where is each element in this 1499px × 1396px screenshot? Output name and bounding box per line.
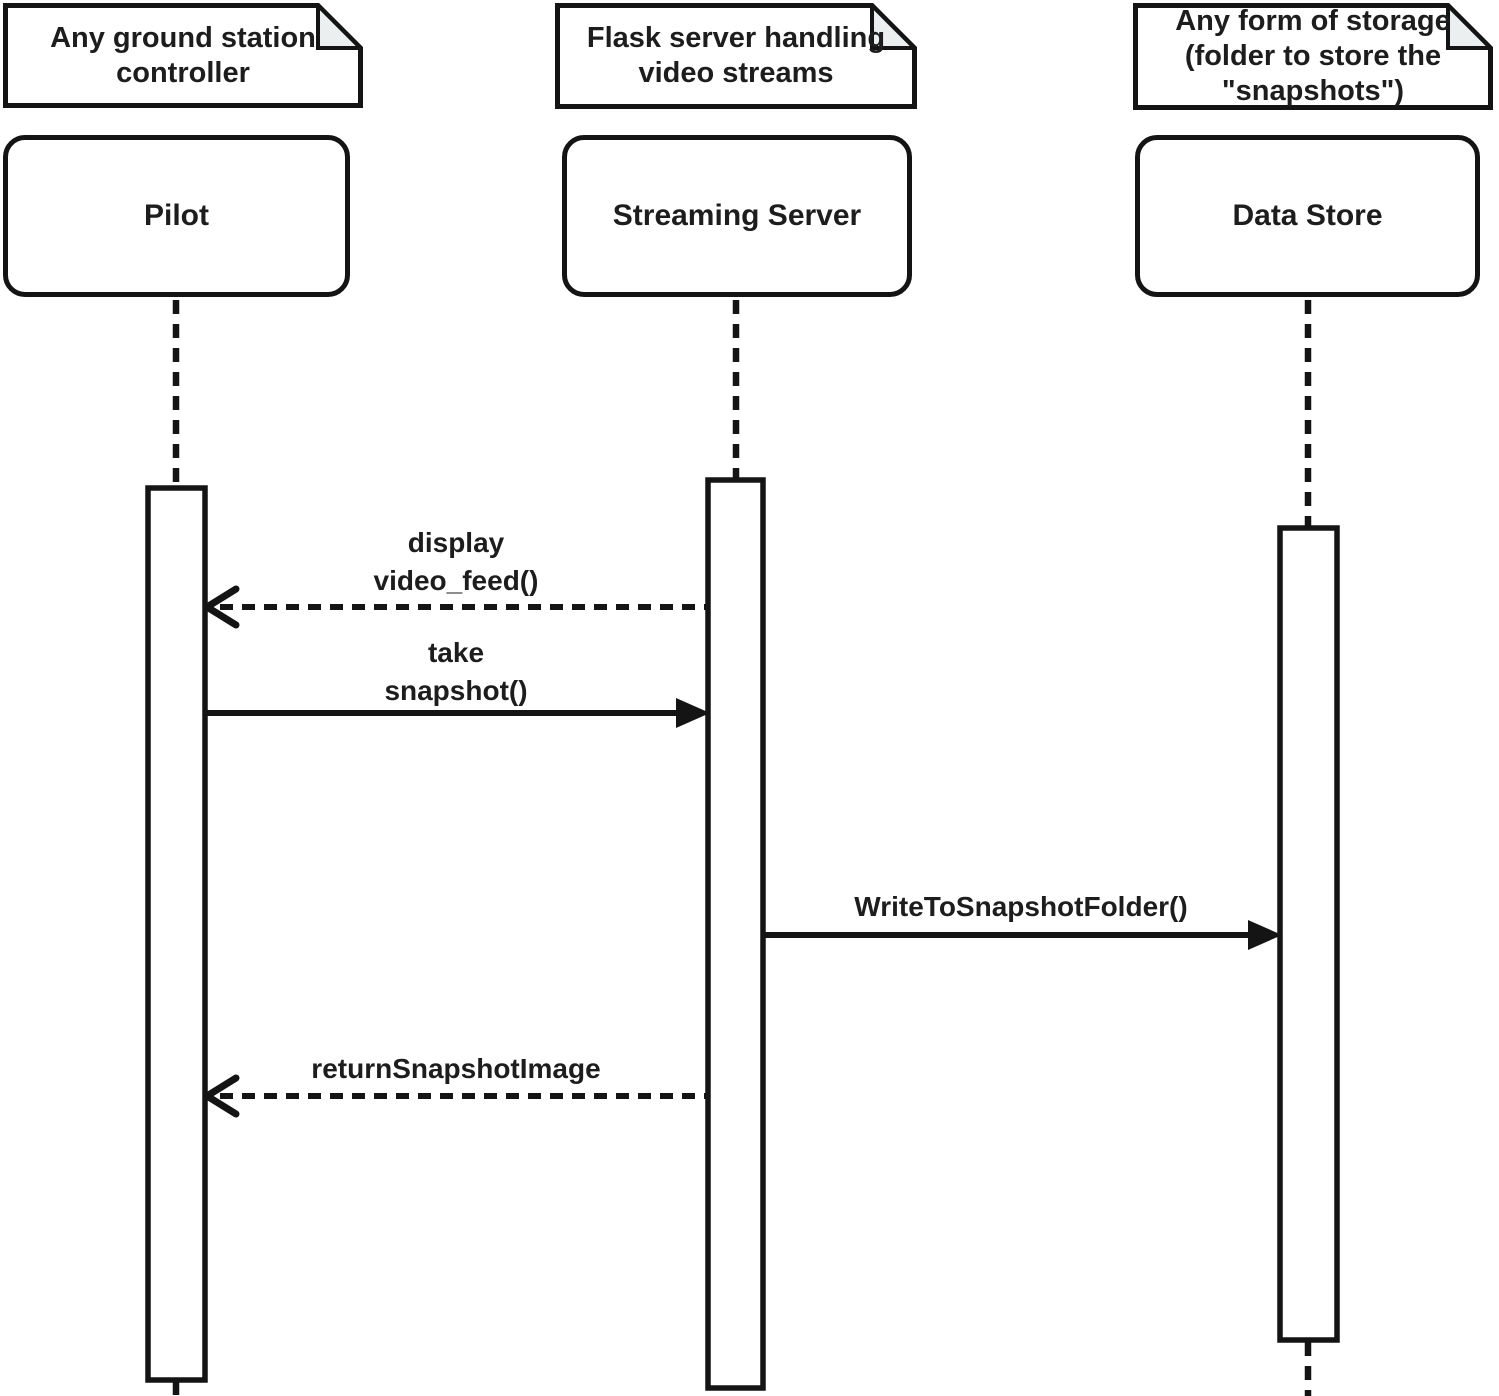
participant-label: Data Store [1232,199,1383,232]
note-storage: Any form of storage (folder to store the… [1133,3,1493,110]
note-fold-corner-icon [1446,3,1493,50]
participant-streaming-server: Streaming Server [562,135,912,297]
participant-label: Pilot [144,199,209,232]
participant-pilot: Pilot [3,135,350,297]
note-body [3,3,363,108]
note-text: Flask server handling video streams [586,22,886,89]
note-shape [555,3,917,109]
message-label-write-to-snapshot-folder: WriteToSnapshotFolder() [854,891,1188,922]
message-arrow-return-snapshot-image [203,1074,708,1118]
note-text: Any form of storage (folder to store the… [1175,5,1451,107]
message-arrow-write-to-snapshot-folder [763,920,1282,950]
note-text: Any ground station controller [50,21,316,89]
message-arrow-take-snapshot [205,698,710,728]
message-arrow-display-video-feed [203,585,708,629]
participant-label: Streaming Server [612,199,862,232]
filled-arrowhead-icon [676,698,710,728]
message-label-display-video-feed: display video_feed() [373,527,539,596]
open-arrowhead-icon [203,585,240,629]
open-arrowhead-icon [203,1074,240,1118]
filled-arrowhead-icon [1248,920,1282,950]
activation-bar-pilot [145,485,208,1383]
activation-bar-streaming-server [705,477,766,1391]
note-ground-station-controller: Any ground station controller [3,3,363,108]
note-flask-server: Flask server handling video streams [555,3,917,109]
note-shape [3,3,363,108]
note-body [555,3,917,109]
note-shape [1133,3,1493,110]
note-fold-corner-icon [316,3,363,50]
note-fold-corner-icon [870,3,917,50]
participant-data-store: Data Store [1135,135,1480,297]
activation-bar-data-store [1277,525,1340,1343]
message-label-take-snapshot: take snapshot() [384,637,528,706]
message-label-return-snapshot-image: returnSnapshotImage [311,1053,601,1084]
note-body [1133,3,1493,110]
